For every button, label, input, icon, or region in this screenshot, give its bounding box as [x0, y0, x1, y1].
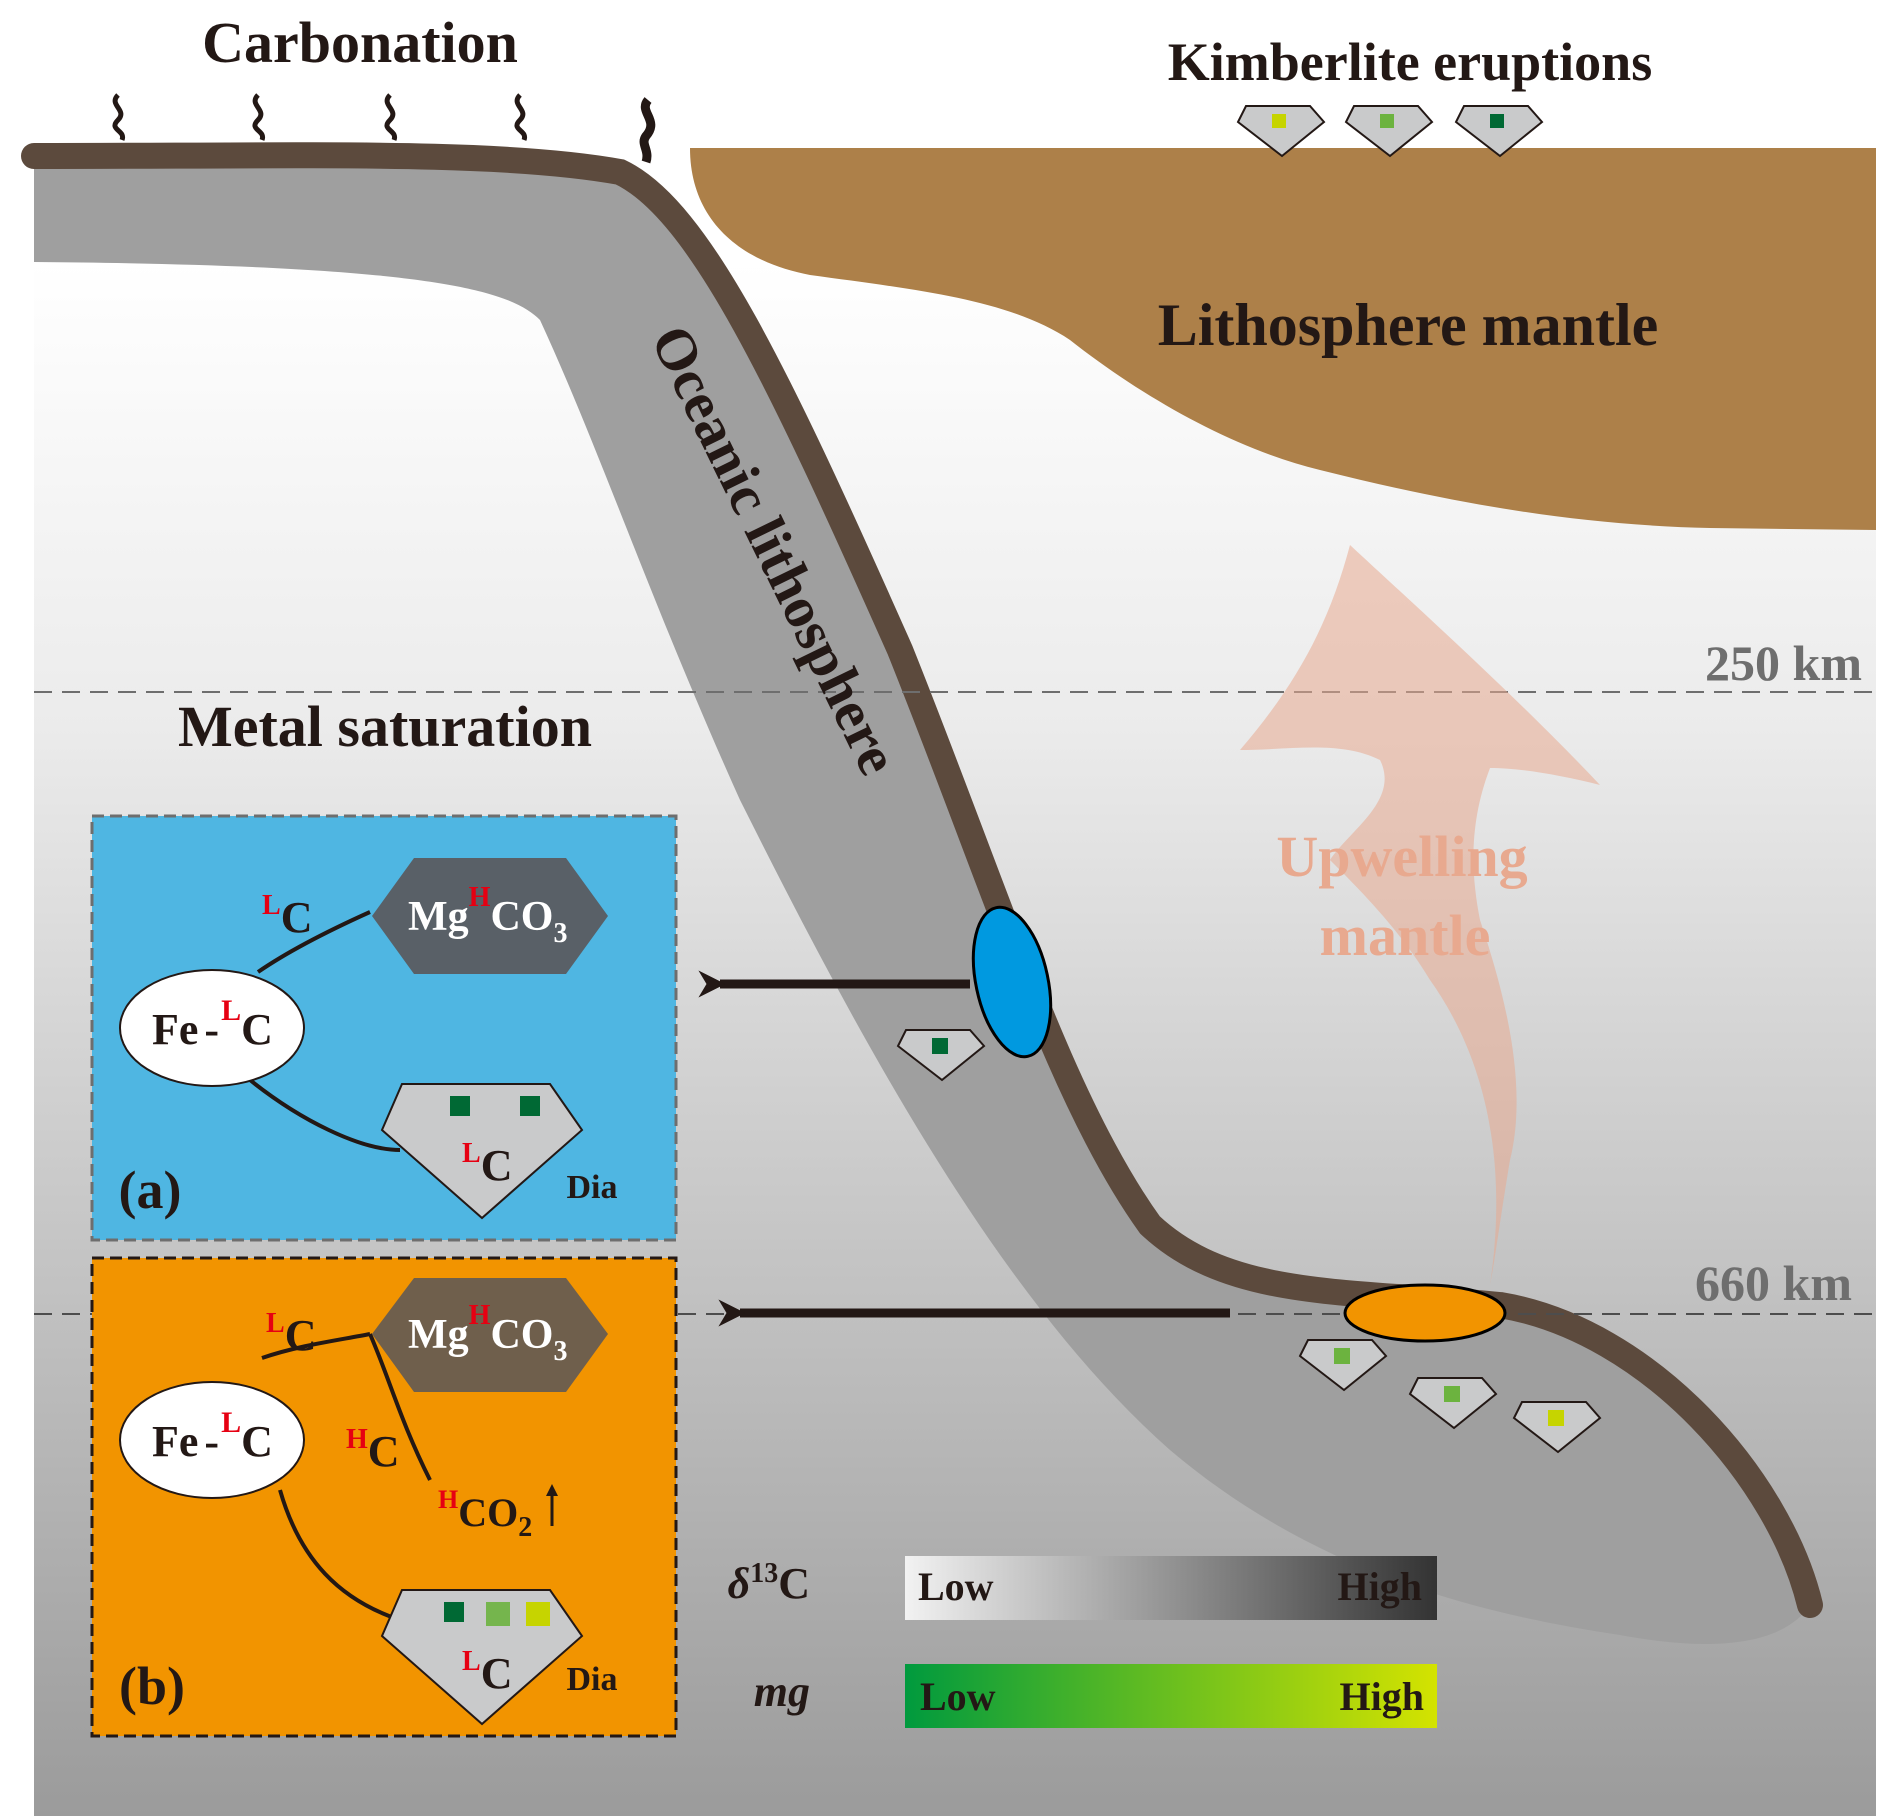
legend-mg-high: High: [1340, 1674, 1424, 1719]
slab-diamond-2: [1298, 1339, 1388, 1392]
oceanic-slab: [34, 155, 1810, 1644]
slab-crust: [21, 142, 1823, 1618]
upwelling-arrow: [1240, 545, 1600, 1285]
svg-text:LC: LC: [266, 1308, 316, 1360]
panel-b-mgco3-hexagon: [372, 1278, 608, 1392]
lithosphere-mantle: [690, 148, 1876, 530]
svg-text:HC: HC: [346, 1424, 400, 1476]
legend-delta-high: High: [1338, 1564, 1422, 1609]
slab-diamond-4: [1512, 1401, 1602, 1454]
svg-text:LC: LC: [462, 1646, 512, 1698]
svg-text:LC: LC: [262, 890, 312, 942]
svg-text:LC: LC: [462, 1138, 512, 1190]
svg-text:HCO2: HCO2: [438, 1485, 532, 1543]
legend-mg-bar: [905, 1664, 1437, 1728]
kimberlite-diamond-1: [1236, 105, 1326, 158]
panel-b-co2-up-arrowhead: [546, 1484, 558, 1496]
panel-a: Fe-LC LC MgHCO3 LC Dia (a): [90, 814, 678, 1242]
orange-melt-pocket: [1343, 1283, 1507, 1343]
legend-delta-label: δ13C: [728, 1558, 810, 1608]
upwelling-label-line2: mantle: [1320, 903, 1491, 968]
carbonation-label: Carbonation: [202, 10, 518, 75]
panel-b: Fe-LC LC MgHCO3 HC HCO2 LC Dia (b): [90, 1256, 678, 1738]
legend-delta-bar: [905, 1556, 1437, 1620]
carbonation-arrows: [112, 93, 656, 164]
legend-mg-label: mg: [754, 1667, 810, 1716]
svg-text:Fe-LC: Fe-LC: [152, 994, 273, 1054]
blue-melt-pocket: [971, 905, 1053, 1059]
slab-diamond-3: [1408, 1377, 1498, 1430]
legend: δ13C Low High mg Low High: [728, 1556, 1437, 1728]
panel-b-fe-c-ellipse: [119, 1381, 305, 1499]
panel-a-dia-label: Dia: [567, 1169, 618, 1206]
panel-b-dia-label: Dia: [567, 1661, 618, 1698]
svg-text:MgHCO3: MgHCO3: [408, 1300, 567, 1367]
upwelling-label-line1: Upwelling: [1276, 824, 1527, 889]
kimberlite-diamond-3: [1454, 105, 1544, 158]
panel-a-diamond: [380, 1083, 584, 1220]
svg-text:MgHCO3: MgHCO3: [408, 882, 567, 949]
svg-text:Fe-LC: Fe-LC: [152, 1406, 273, 1466]
metal-saturation-label: Metal saturation: [178, 694, 592, 759]
depth-660-label: 660 km: [1695, 1255, 1852, 1311]
depth-250-label: 250 km: [1705, 635, 1862, 691]
panel-b-diamond: [380, 1589, 584, 1726]
panel-a-mgco3-hexagon: [372, 858, 608, 974]
legend-mg-low: Low: [920, 1674, 996, 1719]
panel-b-tag: (b): [119, 1656, 185, 1716]
lithosphere-mantle-label: Lithosphere mantle: [1158, 292, 1659, 358]
slab-diamond-1: [896, 1029, 986, 1082]
panel-a-tag: (a): [119, 1160, 182, 1220]
panel-a-fe-c-ellipse: [119, 969, 305, 1087]
legend-delta-low: Low: [918, 1564, 994, 1609]
kimberlite-diamond-2: [1344, 105, 1434, 158]
kimberlite-label: Kimberlite eruptions: [1168, 32, 1652, 92]
